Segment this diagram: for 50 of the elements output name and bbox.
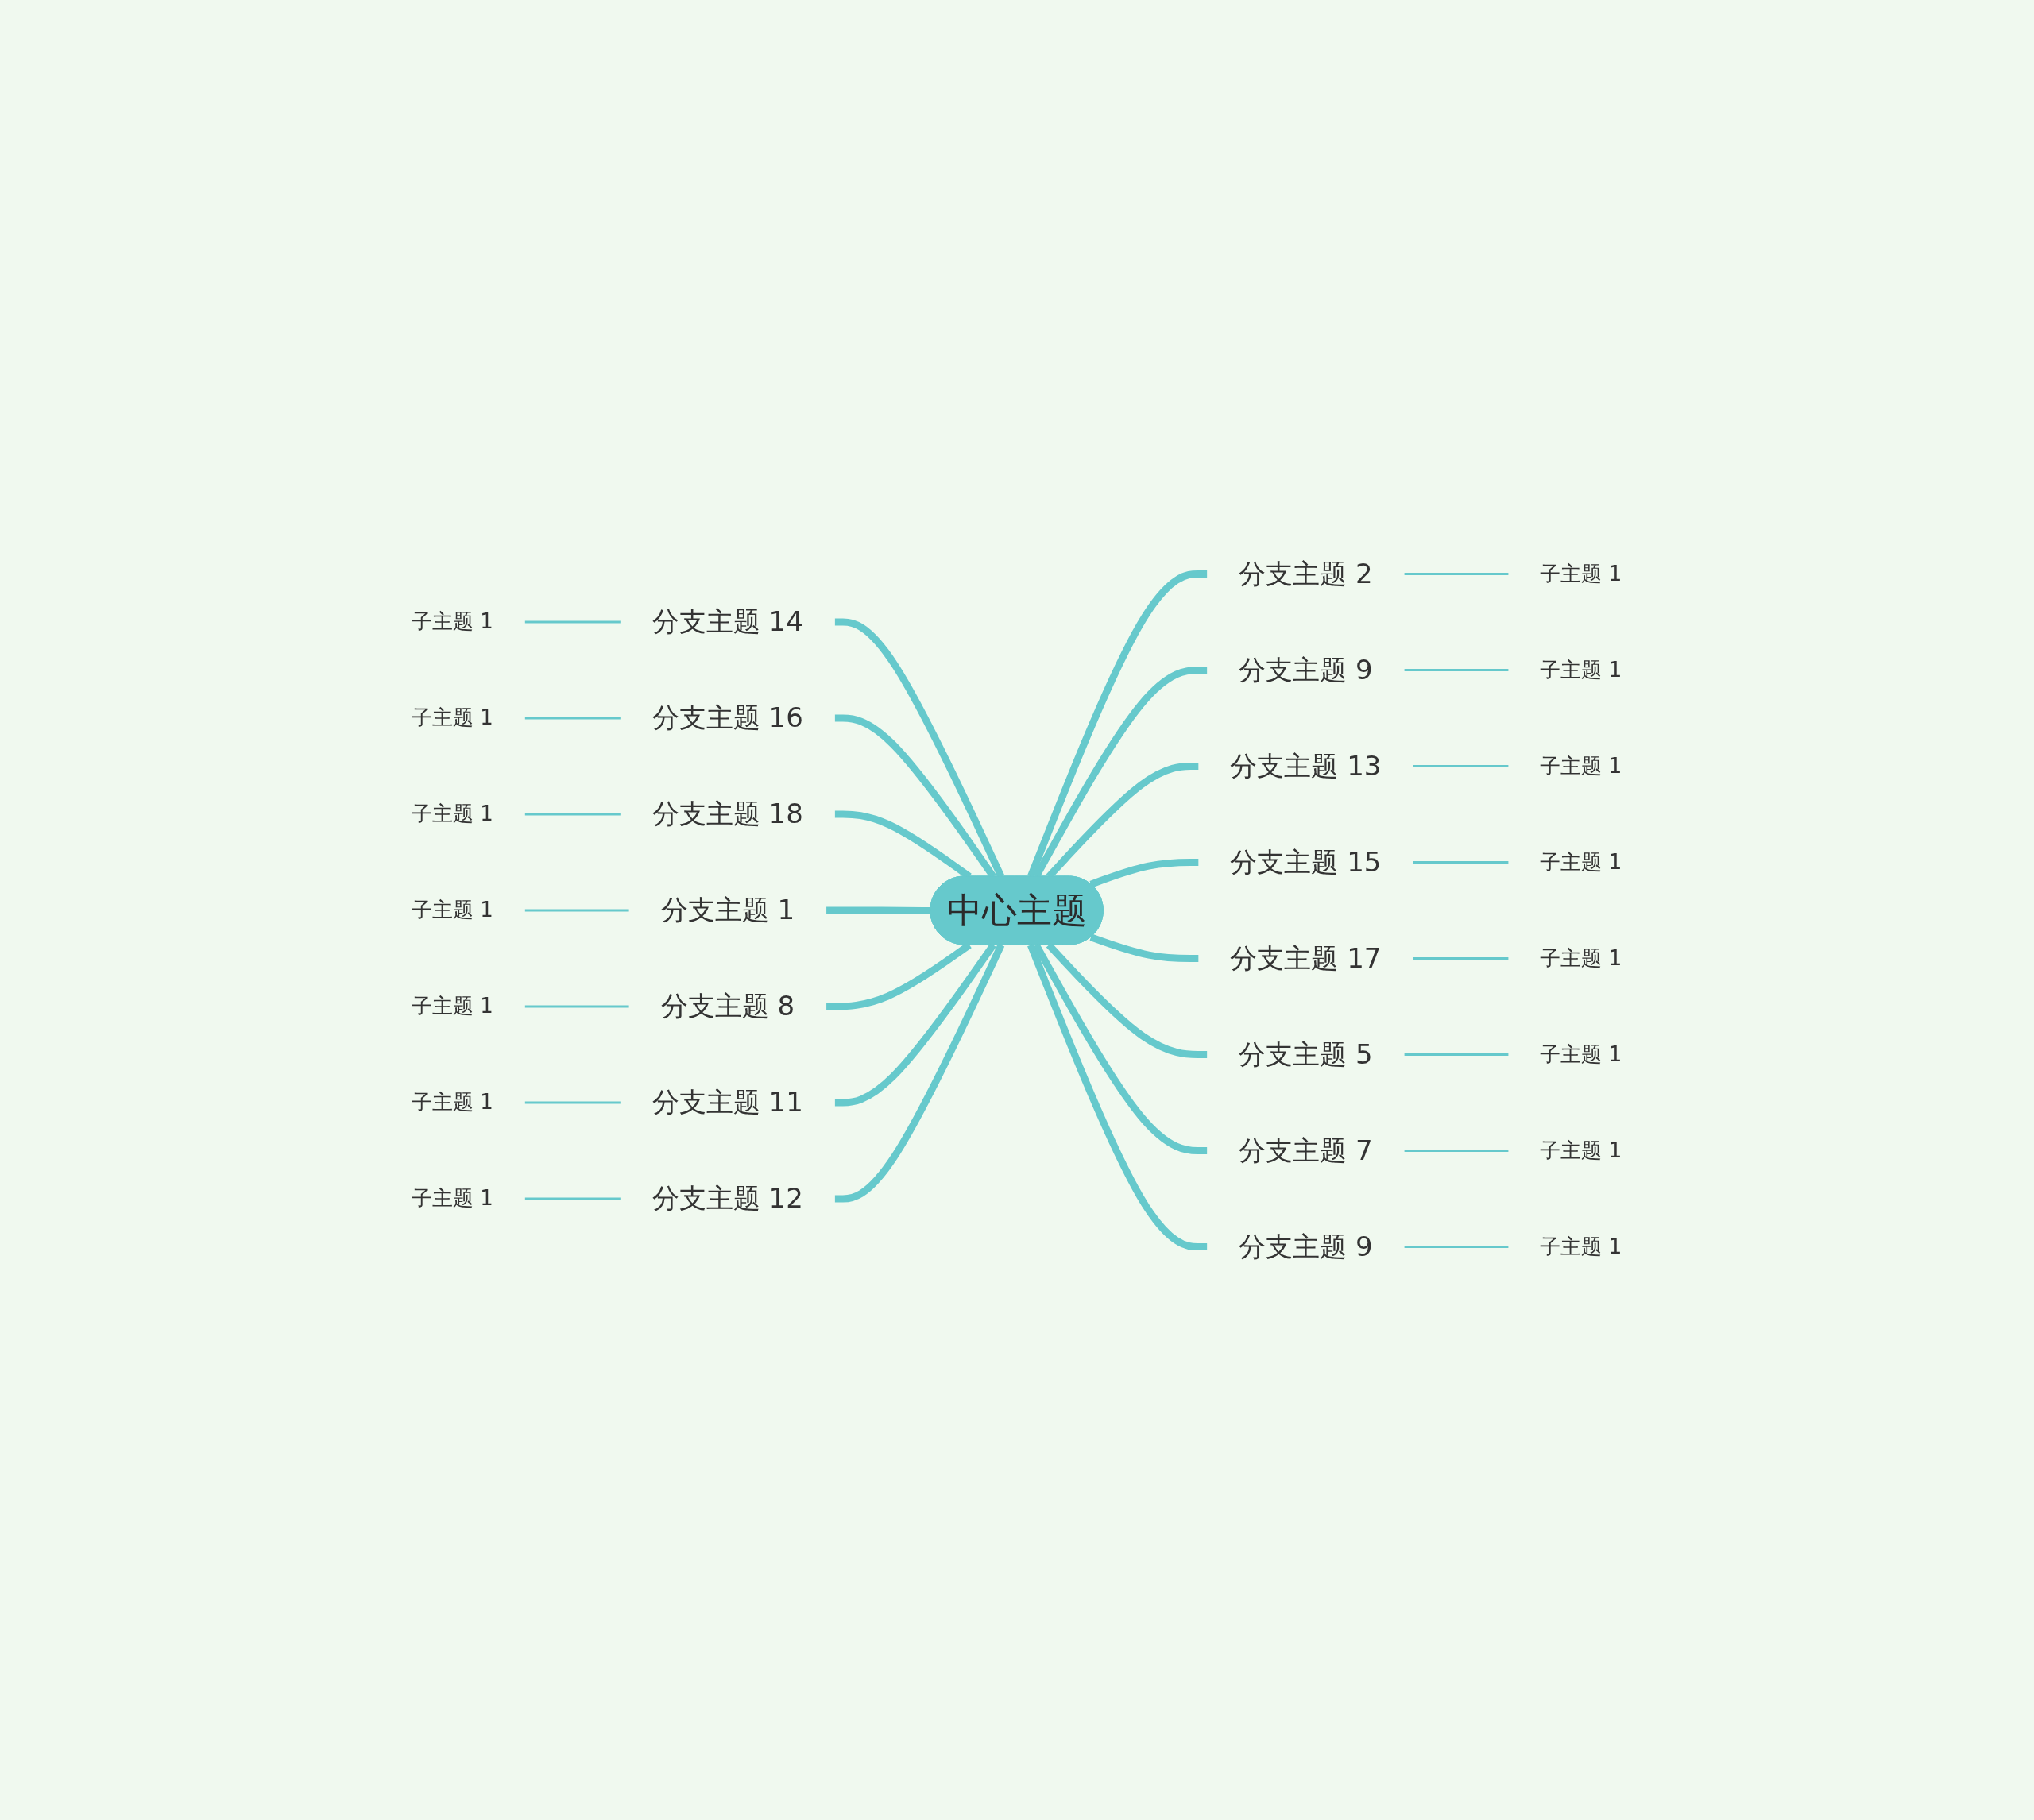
node-text: 子主题 1 [1540, 1138, 1622, 1162]
connector [1405, 1053, 1509, 1056]
node-text: 分支主题 15 [1230, 845, 1382, 878]
connector [1089, 933, 1199, 962]
node-text: 分支主题 8 [661, 989, 795, 1022]
node-text: 分支主题 7 [1239, 1134, 1373, 1166]
node-text: 子主题 1 [412, 1185, 494, 1210]
connector [525, 1005, 629, 1007]
node-text: 子主题 1 [1540, 1234, 1622, 1258]
node-text: 子主题 1 [412, 897, 494, 922]
connector [525, 620, 621, 623]
connector [525, 1101, 621, 1103]
connector [525, 813, 621, 815]
node-text: 分支主题 18 [652, 797, 804, 829]
node-text: 分支主题 5 [1239, 1038, 1373, 1070]
connector [835, 943, 1005, 1202]
node-text: 子主题 1 [412, 993, 494, 1018]
node-text: 分支主题 9 [1239, 653, 1373, 686]
connector [1027, 943, 1208, 1250]
connector [1413, 860, 1509, 864]
node-text: 分支主题 14 [652, 605, 804, 637]
connector [1089, 858, 1199, 887]
node-text: 子主题 1 [412, 609, 494, 633]
connector [1413, 764, 1509, 767]
node-text: 子主题 1 [412, 1089, 494, 1114]
node-text: 分支主题 12 [652, 1181, 804, 1214]
node-text: 分支主题 16 [652, 701, 804, 733]
connector [1405, 1245, 1509, 1248]
connector [1413, 956, 1509, 960]
connector [525, 717, 621, 719]
node-text: 子主题 1 [412, 705, 494, 729]
connector [1405, 1149, 1509, 1152]
node-text: 分支主题 11 [652, 1085, 804, 1118]
node-text: 子主题 1 [1540, 849, 1622, 874]
connector [525, 1197, 621, 1200]
node-text: 子主题 1 [1540, 1041, 1622, 1066]
node-text: 子主题 1 [1540, 657, 1622, 682]
node-text: 分支主题 17 [1230, 941, 1382, 974]
node-text: 子主题 1 [1540, 753, 1622, 778]
node-text: 分支主题 9 [1239, 1230, 1373, 1262]
connector [1405, 572, 1509, 575]
connector [525, 909, 629, 911]
node-text: 分支主题 13 [1230, 749, 1382, 782]
connector [826, 906, 931, 914]
node-text: 子主题 1 [1540, 945, 1622, 970]
node-text: 分支主题 1 [661, 893, 795, 925]
node-text: 分支主题 2 [1239, 557, 1373, 589]
node-text: 子主题 1 [412, 801, 494, 825]
connector [1405, 668, 1509, 671]
node-text: 子主题 1 [1540, 561, 1622, 585]
